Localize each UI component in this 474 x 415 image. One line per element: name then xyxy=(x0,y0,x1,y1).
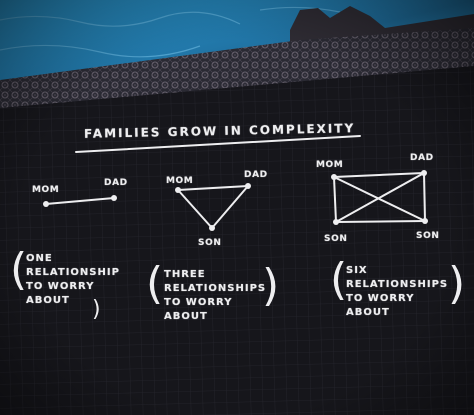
panel2-node-mom xyxy=(175,187,181,193)
panel3-edge-dad-son2 xyxy=(423,172,426,222)
panel2-caption-line4: ABOUT xyxy=(164,311,208,322)
panel2-caption: THREE RELATIONSHIPS TO WORRY ABOUT xyxy=(164,268,266,324)
panel3-node-son1 xyxy=(333,219,339,225)
panel2-node-son xyxy=(209,225,215,231)
panel3-caption-line2: RELATIONSHIPS xyxy=(346,279,449,290)
panel2-close-paren: ) xyxy=(262,260,280,311)
panel2-label-dad: DAD xyxy=(244,170,268,180)
panel3-close-paren: ) xyxy=(448,258,466,309)
panel1-edge-mom-dad xyxy=(45,197,115,205)
panel3-open-paren: ( xyxy=(330,254,348,305)
panel1-label-mom: MOM xyxy=(32,185,60,195)
panel3-label-son1: SON xyxy=(324,234,348,244)
panel2-caption-line3: TO WORRY xyxy=(164,297,233,308)
panel3-edge-mom-son2 xyxy=(333,176,426,222)
panel1-open-paren: ( xyxy=(10,244,28,295)
panel3-edge-mom-dad xyxy=(333,172,425,178)
panel2-caption-line2: RELATIONSHIPS xyxy=(164,283,267,294)
panel2-edge-mom-dad xyxy=(177,185,249,191)
panel3-caption-line3: TO WORRY xyxy=(346,293,415,304)
panel3-caption: SIX RELATIONSHIPS TO WORRY ABOUT xyxy=(346,264,448,320)
panel2-edge-mom-son xyxy=(177,189,213,229)
panel1-node-mom xyxy=(43,201,49,207)
panel1-caption: ONE RELATIONSHIP TO WORRY ABOUT xyxy=(26,252,120,308)
panel2-caption-line1: THREE xyxy=(164,269,206,280)
panel2-open-paren: ( xyxy=(146,258,164,309)
panel1-caption-line1: ONE xyxy=(26,253,53,264)
panel3-label-son2: SON xyxy=(416,231,440,241)
panel3-edge-son1-son2 xyxy=(335,220,426,223)
panel2-edge-dad-son xyxy=(211,185,249,229)
panel2-label-mom: MOM xyxy=(166,176,194,186)
panel3-node-son2 xyxy=(422,218,428,224)
panel3-label-mom: MOM xyxy=(316,160,344,170)
panel1-caption-line4: ABOUT xyxy=(26,295,70,306)
panel2-node-dad xyxy=(245,183,251,189)
panel3-edge-mom-son1 xyxy=(333,176,337,223)
panel1-caption-line2: RELATIONSHIP xyxy=(26,267,120,278)
title-underline xyxy=(75,135,361,153)
panel3-node-mom xyxy=(331,174,337,180)
panel1-close-paren: ) xyxy=(92,297,101,322)
panel1-label-dad: DAD xyxy=(104,178,128,188)
panel3-caption-line4: ABOUT xyxy=(346,307,390,318)
panel1-node-dad xyxy=(111,195,117,201)
panel3-node-dad xyxy=(421,170,427,176)
panel3-edge-dad-son1 xyxy=(335,172,425,223)
panel3-caption-line1: SIX xyxy=(346,265,368,276)
panel2-label-son: SON xyxy=(198,238,222,248)
panel1-caption-line3: TO WORRY xyxy=(26,281,95,292)
panel3-label-dad: DAD xyxy=(410,153,434,163)
